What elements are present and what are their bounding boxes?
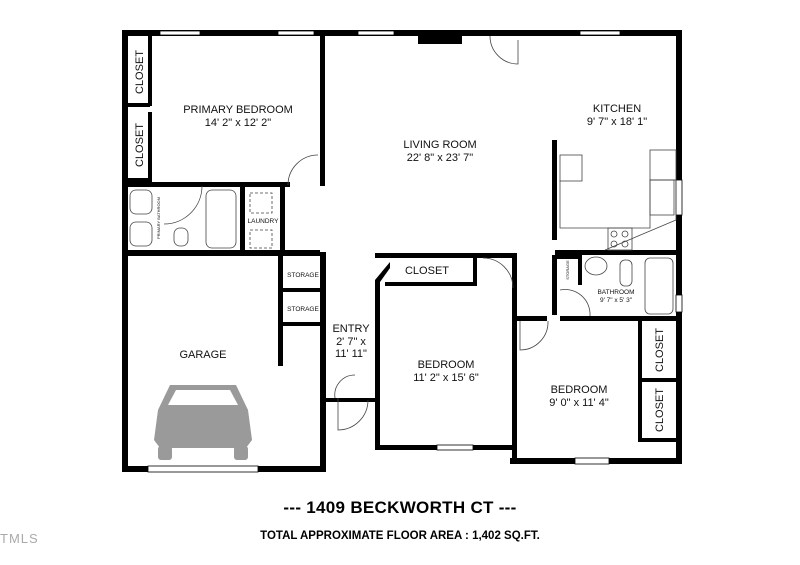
- living-room-name: LIVING ROOM: [403, 139, 476, 151]
- bathroom-dims: 9' 7" x 5' 3": [600, 297, 633, 304]
- entry-name: ENTRY: [332, 323, 370, 335]
- primary-bathroom-name: PRIMARY BATHROOM: [156, 197, 161, 239]
- bedroom-3-dims: 9' 0" x 11' 4": [549, 397, 609, 409]
- fixtures: [129, 35, 677, 431]
- closet-label-3: CLOSET: [654, 328, 666, 372]
- storage-label-3: STORAGE: [565, 260, 570, 280]
- closet-label-bedroom-2: CLOSET: [405, 265, 449, 277]
- entry-dims: 2' 7" x: [336, 336, 366, 348]
- walls: [122, 30, 682, 472]
- entry-dims-2: 11' 11": [335, 348, 367, 360]
- bedroom-2-name: BEDROOM: [418, 359, 475, 371]
- primary-bedroom-name: PRIMARY BEDROOM: [183, 104, 293, 116]
- address-title: --- 1409 BECKWORTH CT ---: [283, 498, 517, 517]
- bedroom-3-name: BEDROOM: [551, 384, 608, 396]
- watermark-logo: TMLS: [0, 531, 39, 546]
- garage-name: GARAGE: [179, 349, 226, 361]
- living-room-dims: 22' 8" x 23' 7": [407, 152, 474, 164]
- closet-label-1: CLOSET: [134, 50, 146, 94]
- storage-label-2: STORAGE: [287, 306, 319, 313]
- closet-label-2: CLOSET: [134, 123, 146, 167]
- floor-area: TOTAL APPROXIMATE FLOOR AREA : 1,402 SQ.…: [260, 530, 540, 542]
- windows: [147, 30, 683, 473]
- kitchen-name: KITCHEN: [593, 103, 641, 115]
- storage-label-1: STORAGE: [287, 272, 319, 279]
- primary-bedroom-dims: 14' 2" x 12' 2": [205, 117, 272, 129]
- laundry-name: LAUNDRY: [248, 218, 280, 225]
- kitchen-dims: 9' 7" x 18' 1": [587, 116, 647, 128]
- closet-label-4: CLOSET: [654, 388, 666, 432]
- bathroom-name: BATHROOM: [597, 289, 634, 296]
- car-icon: [154, 385, 252, 460]
- bedroom-2-dims: 11' 2" x 15' 6": [413, 372, 479, 384]
